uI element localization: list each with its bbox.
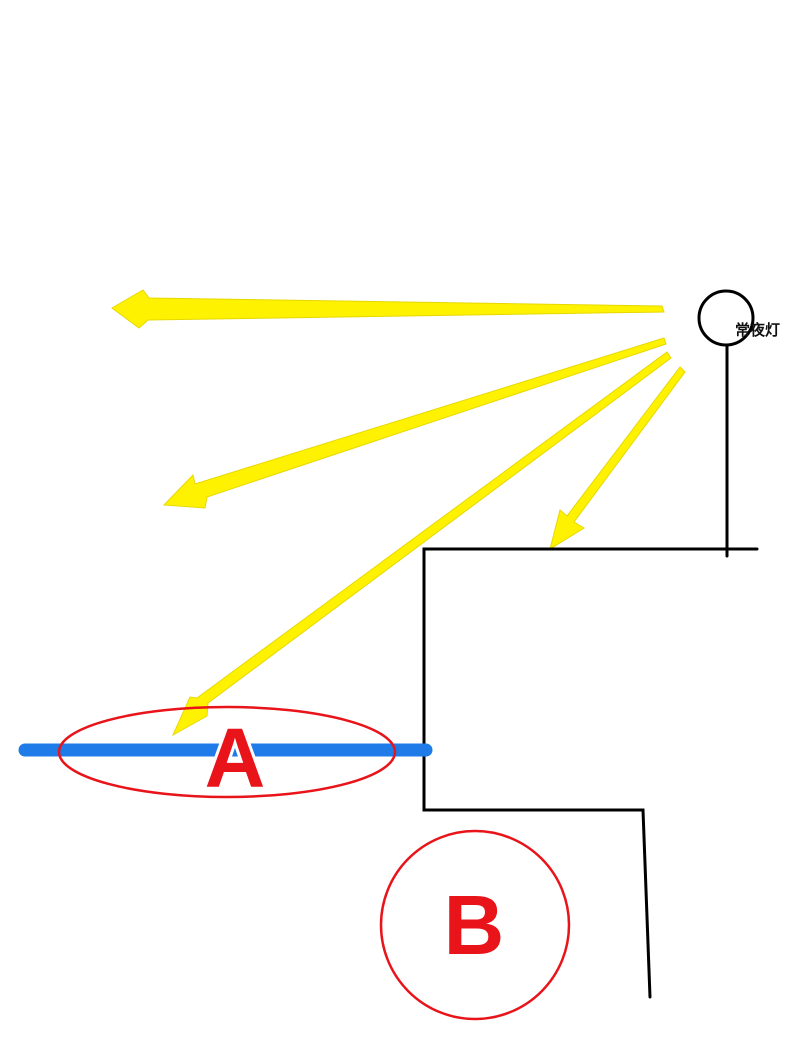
region-a-marker: A	[57, 705, 397, 808]
light-ray-2	[162, 337, 667, 509]
night-light-bulb-icon	[697, 289, 755, 347]
region-b-circle	[379, 829, 571, 1021]
light-rays	[111, 289, 686, 737]
night-light-label: 常夜灯	[735, 321, 780, 339]
light-ray-1	[111, 289, 665, 329]
light-ray-4	[549, 366, 686, 551]
wall-outline	[422, 343, 759, 999]
region-b-letter: B	[444, 878, 505, 972]
region-a-ellipse	[57, 705, 397, 799]
light-ray-3	[171, 351, 672, 737]
night-light: 常夜灯	[697, 289, 780, 347]
upper-step-edge	[422, 547, 759, 999]
region-b-marker: B	[379, 829, 571, 1021]
region-a-letter: A	[205, 711, 266, 805]
